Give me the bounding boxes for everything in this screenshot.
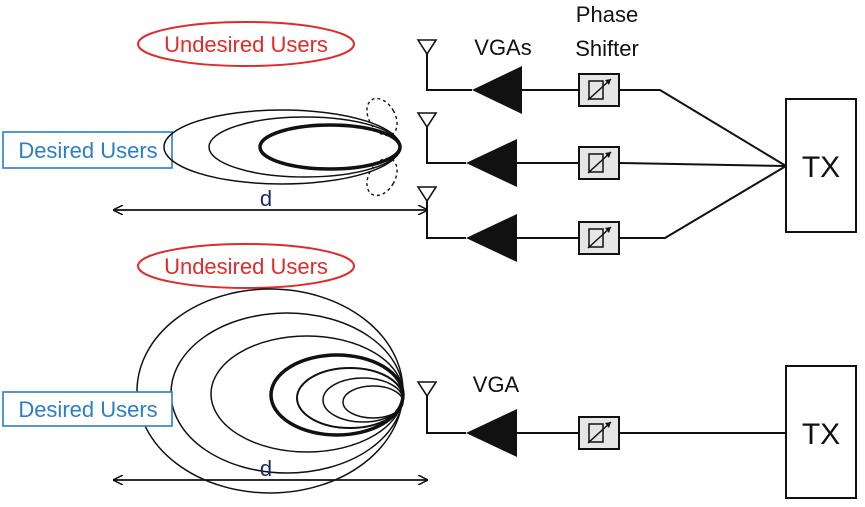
vga-label: VGA [473,372,520,397]
undesired-users-top: Undesired Users [137,21,355,67]
tx-block-bottom: TX [785,365,857,499]
tx-block-top: TX [785,98,857,233]
tx-label-top: TX [802,151,840,184]
phase-shifter-icon [578,221,620,255]
side-lobe-lower [366,157,398,197]
antenna-icon [417,381,437,401]
undesired-users-label-top: Undesired Users [164,32,328,57]
side-lobe-upper [366,97,398,137]
phase-shifter-label-line2: Shifter [575,36,639,61]
tx-label-bottom: TX [802,418,840,451]
undesired-users-bottom: Undesired Users [137,243,355,289]
rf-branch-3 [417,165,787,262]
vgas-label: VGAs [474,35,531,60]
desired-users-label-top: Desired Users [18,138,157,163]
antenna-icon [417,112,437,132]
rf-branch-single [417,381,786,457]
desired-users-top: Desired Users [2,131,173,169]
distance-arrow-top: d [114,186,427,211]
phase-shifter-icon [578,146,620,180]
undesired-users-label-bottom: Undesired Users [164,254,328,279]
phase-shifter-icon [578,73,620,107]
rf-branch-2 [417,112,787,187]
antenna-icon [417,186,437,206]
amplifier-triangle-icon [472,66,522,114]
amplifier-triangle-icon [466,139,517,187]
beam-pattern-bottom [136,288,405,494]
beam-pattern-top [163,97,402,197]
phase-shifter-icon [578,416,620,450]
amplifier-triangle-icon [466,214,517,262]
distance-arrow-bottom: d [114,456,427,481]
amplifier-triangle-icon [466,409,517,457]
rf-branch-1 [417,39,787,167]
antenna-icon [417,39,437,59]
desired-users-bottom: Desired Users [2,391,173,427]
phase-shifter-label-line1: Phase [576,2,638,27]
distance-label-bottom: d [260,456,272,481]
desired-users-label-bottom: Desired Users [18,397,157,422]
distance-label-top: d [260,186,272,211]
